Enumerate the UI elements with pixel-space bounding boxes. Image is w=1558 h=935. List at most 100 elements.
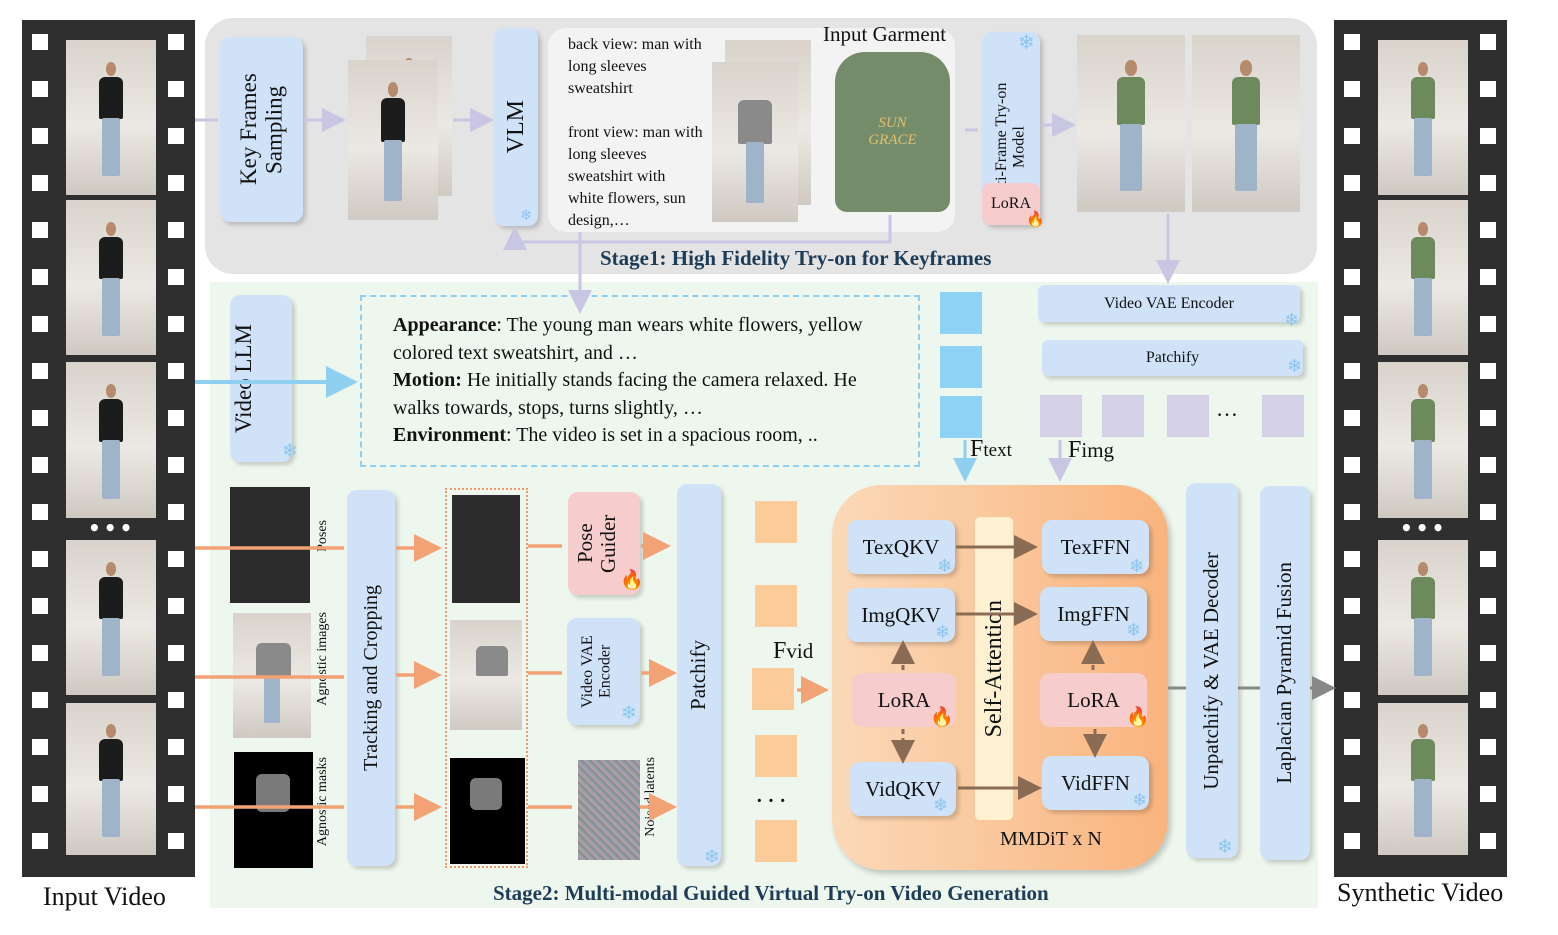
cropped-masks xyxy=(450,758,525,864)
video-description-text: Appearance: The young man wears white fl… xyxy=(393,312,903,450)
image-token xyxy=(1167,395,1209,437)
video-token xyxy=(755,820,797,862)
video-llm-box: Video LLM xyxy=(230,295,292,462)
sprocket-hole xyxy=(168,175,184,191)
f-text-label: Ftext xyxy=(970,436,1012,462)
back-view-caption: back view: man with long sleeves sweatsh… xyxy=(568,36,702,97)
vlm-box: VLM xyxy=(494,28,538,226)
sprocket-hole xyxy=(1344,833,1360,849)
img-ffn-box: ImgFFN xyxy=(1040,587,1147,641)
sprocket-hole xyxy=(1480,269,1496,285)
sprocket-hole xyxy=(1480,645,1496,661)
unpatchify-vae-decoder-box: Unpatchify & VAE Decoder xyxy=(1186,483,1238,858)
image-token xyxy=(1262,395,1304,437)
sprocket-hole xyxy=(1480,175,1496,191)
patchify-top-label: Patchify xyxy=(1145,349,1200,366)
sprocket-hole xyxy=(32,316,48,332)
sprocket-hole xyxy=(32,598,48,614)
keyframe-image xyxy=(348,60,438,220)
sprocket-hole xyxy=(32,739,48,755)
snowflake-icon: ❄ xyxy=(937,556,953,577)
synthetic-video-label: Synthetic Video xyxy=(1337,878,1504,907)
patchify-box: Patchify xyxy=(677,484,721,866)
sprocket-hole xyxy=(1480,34,1496,50)
laplacian-fusion-box: Laplacian Pyramid Fusion xyxy=(1260,486,1310,860)
sprocket-hole xyxy=(1344,598,1360,614)
sprocket-hole xyxy=(32,128,48,144)
patchify-top: Patchify xyxy=(1042,340,1303,376)
sprocket-hole xyxy=(168,833,184,849)
mmdit-footer: MMDiT x N xyxy=(1000,828,1102,850)
garment-image: SUN GRACE xyxy=(835,52,950,212)
tex-ffn-box: TexFFN xyxy=(1042,520,1149,574)
more-frames-dots: ••• xyxy=(1400,516,1448,540)
snowflake-icon: ❄ xyxy=(1217,836,1233,858)
sprocket-hole xyxy=(32,692,48,708)
sprocket-hole xyxy=(32,222,48,238)
vid-ffn-box: VidFFN xyxy=(1042,756,1149,810)
sprocket-hole xyxy=(168,598,184,614)
description-appearance: Appearance: The young man wears white fl… xyxy=(393,314,863,364)
front-view-caption: front view: man with long sleeves sweats… xyxy=(568,124,703,229)
img-qkv-box: ImgQKV xyxy=(847,588,955,642)
video-vae-encoder-label: Video VAE Encoder xyxy=(1104,294,1234,312)
cropped-agnostic-images xyxy=(450,620,522,730)
sprocket-hole xyxy=(1344,128,1360,144)
sprocket-hole xyxy=(32,363,48,379)
snowflake-icon: ❄ xyxy=(1287,356,1303,377)
sprocket-hole xyxy=(1344,457,1360,473)
sprocket-hole xyxy=(168,222,184,238)
fire-icon: 🔥 xyxy=(620,569,644,591)
image-token xyxy=(1040,395,1082,437)
token-dots: · · · xyxy=(756,790,787,812)
sprocket-hole xyxy=(1344,363,1360,379)
self-attention-box: Self-Attention xyxy=(975,517,1013,820)
stage1-title: Stage1: High Fidelity Try-on for Keyfram… xyxy=(600,246,992,270)
vid-qkv-box: VidQKV xyxy=(850,762,956,816)
tryon-keyframe-front xyxy=(1077,35,1185,212)
snowflake-icon: ❄ xyxy=(935,622,951,643)
sprocket-hole xyxy=(1344,222,1360,238)
text-token xyxy=(940,396,982,438)
sprocket-hole xyxy=(32,833,48,849)
video-frame xyxy=(66,703,156,855)
sprocket-hole xyxy=(1480,504,1496,520)
cropped-inputs-box xyxy=(445,488,528,868)
sprocket-hole xyxy=(168,739,184,755)
sprocket-hole xyxy=(1344,410,1360,426)
snowflake-icon: ❄ xyxy=(1126,620,1142,641)
f-img-label: Fimg xyxy=(1068,437,1115,463)
sprocket-hole xyxy=(1344,645,1360,661)
sprocket-hole xyxy=(168,551,184,567)
sprocket-hole xyxy=(32,645,48,661)
f-vid-label: Fvid xyxy=(773,638,814,664)
sprocket-hole xyxy=(1480,410,1496,426)
garment-print-text: SUN GRACE xyxy=(868,115,917,148)
sprocket-hole xyxy=(1480,128,1496,144)
sprocket-hole xyxy=(168,692,184,708)
video-frame xyxy=(1378,703,1468,855)
token-ellipsis: … xyxy=(1216,396,1238,421)
tracking-cropping-box: Tracking and Cropping xyxy=(347,490,395,866)
sprocket-hole xyxy=(32,457,48,473)
poses-image xyxy=(230,487,310,603)
sprocket-hole xyxy=(1480,363,1496,379)
description-motion: Motion: He initially stands facing the c… xyxy=(393,369,857,419)
snowflake-icon: ❄ xyxy=(704,846,720,868)
sprocket-hole xyxy=(1480,316,1496,332)
cropped-poses xyxy=(452,495,520,603)
lora-box: LoRA xyxy=(982,183,1040,225)
sprocket-hole xyxy=(1344,739,1360,755)
sprocket-hole xyxy=(1344,504,1360,520)
agnostic-keyframe-image xyxy=(712,62,798,222)
more-frames-dots: ••• xyxy=(88,516,136,540)
sprocket-hole xyxy=(32,34,48,50)
sprocket-hole xyxy=(1344,692,1360,708)
tex-qkv-box: TexQKV xyxy=(847,520,955,574)
sprocket-hole xyxy=(32,786,48,802)
video-description-box xyxy=(360,295,920,467)
image-token xyxy=(1102,395,1144,437)
sprocket-hole xyxy=(168,316,184,332)
sprocket-hole xyxy=(32,175,48,191)
sprocket-hole xyxy=(168,81,184,97)
